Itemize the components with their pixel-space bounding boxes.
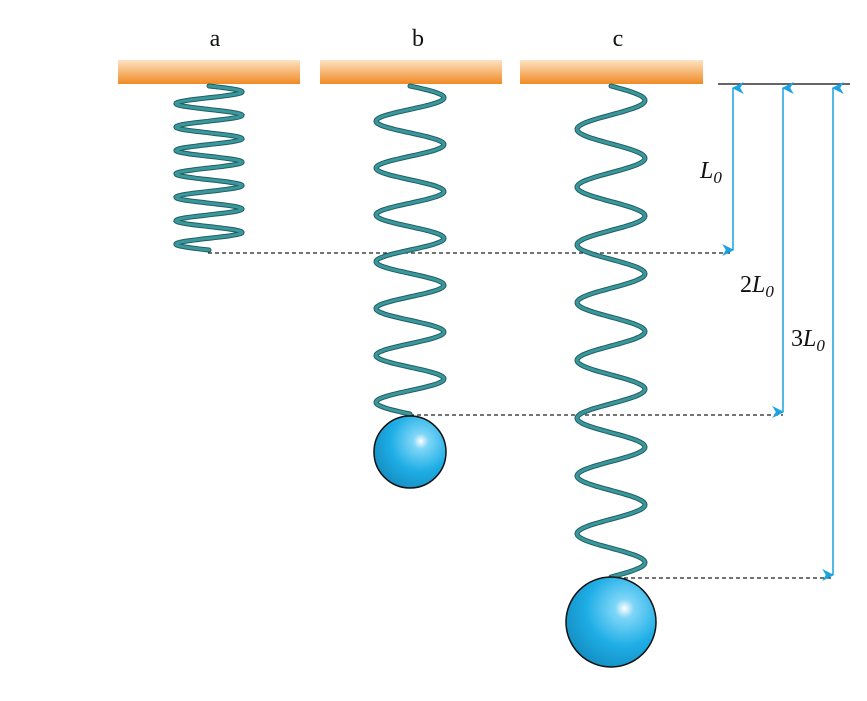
spring-b xyxy=(373,83,447,417)
spring-a xyxy=(173,83,245,253)
dim-label-l0: L0 xyxy=(699,158,722,187)
spring-coil xyxy=(575,84,647,579)
ceiling-c xyxy=(520,60,703,84)
spring-coil xyxy=(174,84,244,252)
ceiling-b xyxy=(320,60,502,84)
spring-coil xyxy=(574,83,648,580)
mass-ball-b xyxy=(373,415,447,489)
label-a: a xyxy=(210,26,221,52)
dim-label-2l0: 2L0 xyxy=(740,272,774,301)
label-c: c xyxy=(613,26,624,52)
mass-ball-c xyxy=(565,576,657,668)
spring-coil xyxy=(374,84,446,416)
label-b: b xyxy=(412,26,424,52)
dim-label-3l0: 3L0 xyxy=(791,326,825,355)
spring-c xyxy=(574,83,648,580)
ceiling-a xyxy=(118,60,300,84)
